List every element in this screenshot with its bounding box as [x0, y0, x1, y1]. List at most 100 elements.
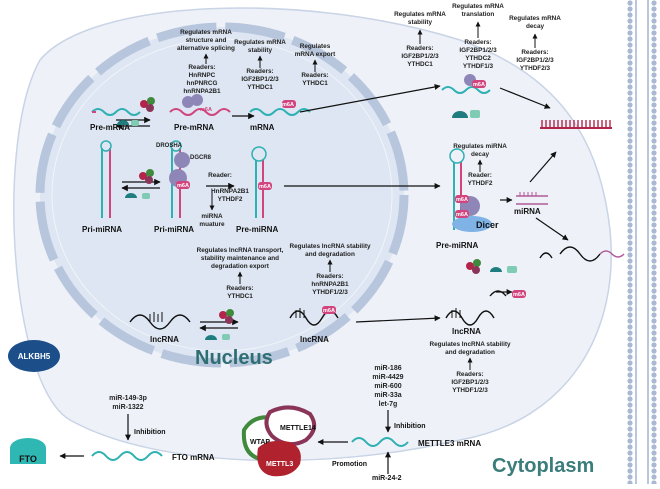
svg-text:Reader:: Reader: [468, 172, 492, 179]
dicer-label: Dicer [476, 220, 499, 230]
svg-text:Regulates mRNA: Regulates mRNA [394, 11, 446, 18]
svg-text:degradation export: degradation export [211, 263, 270, 270]
svg-text:IGF2BP1/2/3: IGF2BP1/2/3 [451, 379, 489, 386]
svg-text:Regulates mRNA: Regulates mRNA [180, 29, 232, 36]
svg-text:Readers:: Readers: [246, 68, 273, 75]
svg-text:decay: decay [471, 151, 490, 158]
svg-text:YTHDF1/2/3: YTHDF1/2/3 [312, 289, 348, 296]
lncrna-label-2: lncRNA [300, 335, 329, 344]
writer-complex: WTAP METTLE14 METTL3 [241, 405, 317, 477]
svg-text:mRNA export: mRNA export [295, 51, 336, 58]
m6a-tag-7: m6A [456, 197, 468, 203]
svg-text:IGF2BP1/2/3: IGF2BP1/2/3 [516, 57, 554, 64]
svg-text:Readers:: Readers: [464, 39, 491, 46]
svg-text:let-7g: let-7g [379, 401, 398, 408]
mrna-label: mRNA [250, 123, 275, 132]
mirna-molecule: miRNA [514, 192, 548, 216]
annotation-decay: Regulates mRNA decay Readers: IGF2BP1/2/… [509, 15, 561, 72]
svg-text:YTHDC1: YTHDC1 [407, 61, 433, 68]
fto-label: FTO [19, 454, 37, 464]
mirna-target-complex [539, 246, 625, 262]
svg-text:miR-600: miR-600 [374, 383, 401, 390]
inhibition-label-1: Inhibition [134, 429, 166, 436]
nucleus [35, 22, 409, 368]
svg-text:hnRNPA2B1: hnRNPA2B1 [311, 281, 349, 288]
pre-mrna-label-1: Pre-mRNA [90, 123, 130, 132]
lncrna-row: lncRNA m6A lncRNA [129, 306, 339, 344]
svg-text:IGF2BP1/2/3: IGF2BP1/2/3 [241, 76, 279, 83]
svg-text:stability maintenance and: stability maintenance and [201, 255, 279, 262]
annotation-mirna-decay: Regulates miRNA decay Reader: YTHDF2 [453, 143, 507, 187]
promotion-regulator: Promotion miR-24-2 [332, 451, 402, 482]
svg-text:HnRNPC: HnRNPC [189, 72, 216, 79]
svg-text:Regulates mRNA: Regulates mRNA [509, 15, 561, 22]
dgcr8-label: DGCR8 [190, 155, 212, 161]
fto-mrna-strand [91, 451, 163, 461]
svg-text:miR-186: miR-186 [374, 365, 401, 372]
m6a-tag-9: m6A [513, 292, 525, 298]
mettl14-label: METTLE14 [280, 425, 316, 432]
svg-text:miR-33a: miR-33a [374, 392, 401, 399]
pri-mirna-row: Pri-miRNA DROSHA DGCR8 m6A Pri-miRNA Rea… [82, 140, 278, 234]
m6a-tag-6: m6A [473, 82, 485, 88]
mirna-label: miRNA [514, 207, 541, 216]
cytoplasm-title: Cytoplasm [492, 455, 594, 477]
mettl3-mrna-strand [351, 437, 409, 447]
svg-text:HnRNPA2B1: HnRNPA2B1 [211, 188, 249, 195]
fto-protein: FTO [10, 438, 46, 464]
m6a-tag-5: m6A [323, 308, 335, 314]
svg-text:Readers:: Readers: [456, 371, 483, 378]
annotation-cyto-stability: Regulates mRNA stability Readers: IGF2BP… [394, 11, 446, 68]
ribosome-icon [540, 120, 612, 129]
svg-text:YTHDC1: YTHDC1 [302, 80, 328, 87]
m6a-tag-2: m6A [282, 102, 294, 108]
annotation-export: Regulates mRNA export Readers: YTHDC1 [295, 43, 336, 87]
pre-mirna-label-cytoplasm: Pre-miRNA [436, 241, 478, 250]
lncrna-label-cyto: lncRNA [452, 327, 481, 336]
svg-text:YTHDF1/3: YTHDF1/3 [463, 63, 494, 70]
mettl3-label: METTL3 [266, 461, 293, 468]
fto-mrna-label: FTO mRNA [172, 453, 215, 462]
svg-text:Regulates lncRNA stability: Regulates lncRNA stability [429, 341, 511, 348]
mir-24-label: miR-24-2 [372, 475, 402, 482]
promotion-label: Promotion [332, 461, 367, 468]
svg-text:IGF2BP1/2/3: IGF2BP1/2/3 [401, 53, 439, 60]
mettl3-mrna-label: METTLE3 mRNA [418, 439, 481, 448]
svg-text:Regulates mRNA: Regulates mRNA [452, 3, 504, 10]
svg-text:hnRNPA2B1: hnRNPA2B1 [183, 88, 221, 95]
pre-mrna-row: Pre-mRNA m6A Pre-mRNA m6A mRNA [90, 94, 311, 132]
svg-text:Readers:: Readers: [521, 49, 548, 56]
svg-text:structure and: structure and [186, 37, 227, 44]
svg-text:Readers:: Readers: [301, 72, 328, 79]
wtap-label: WTAP [250, 439, 270, 446]
methyl-group-icon [140, 100, 148, 108]
svg-text:stability: stability [248, 47, 273, 54]
m6a-tag-4: m6A [259, 184, 271, 190]
svg-text:miR-4429: miR-4429 [372, 374, 403, 381]
m6a-tag-3: m6A [177, 183, 189, 189]
pri-mirna-label-1: Pri-miRNA [82, 225, 122, 234]
svg-text:Readers:: Readers: [406, 45, 433, 52]
lncrna-label-1: lncRNA [150, 335, 179, 344]
pre-mrna-label-2: Pre-mRNA [174, 123, 214, 132]
annotation-lnc-transport: Regulates lncRNA transport, stability ma… [197, 247, 284, 300]
svg-text:YTHDF1/2/3: YTHDF1/2/3 [452, 387, 488, 394]
svg-text:IGF2BP1/2/3: IGF2BP1/2/3 [459, 47, 497, 54]
svg-text:Readers:: Readers: [316, 273, 343, 280]
svg-text:YTHDC1: YTHDC1 [247, 84, 273, 91]
inhibition-label-2: Inhibition [394, 423, 426, 430]
alkbh5-protein: ALKBH5 [8, 340, 60, 372]
annotation-splicing: Regulates mRNA structure and alternative… [177, 29, 235, 95]
svg-text:hnPNRCG: hnPNRCG [187, 80, 218, 87]
cyto-mrna: m6A [441, 74, 491, 118]
cyto-writer-complex [466, 259, 517, 274]
reader-protein-icon [182, 96, 194, 108]
m6a-tag-8: m6A [456, 212, 468, 218]
annotation-lnc-cyto: Regulates lncRNA stability and degradati… [429, 341, 511, 394]
svg-text:alternative splicing: alternative splicing [177, 45, 235, 52]
svg-text:Regulates mRNA: Regulates mRNA [234, 39, 286, 46]
svg-text:Readers:: Readers: [188, 64, 215, 71]
pre-mirna-label-nucleus: Pre-miRNA [236, 225, 278, 234]
svg-text:Regulates lncRNA transport,: Regulates lncRNA transport, [197, 247, 284, 254]
